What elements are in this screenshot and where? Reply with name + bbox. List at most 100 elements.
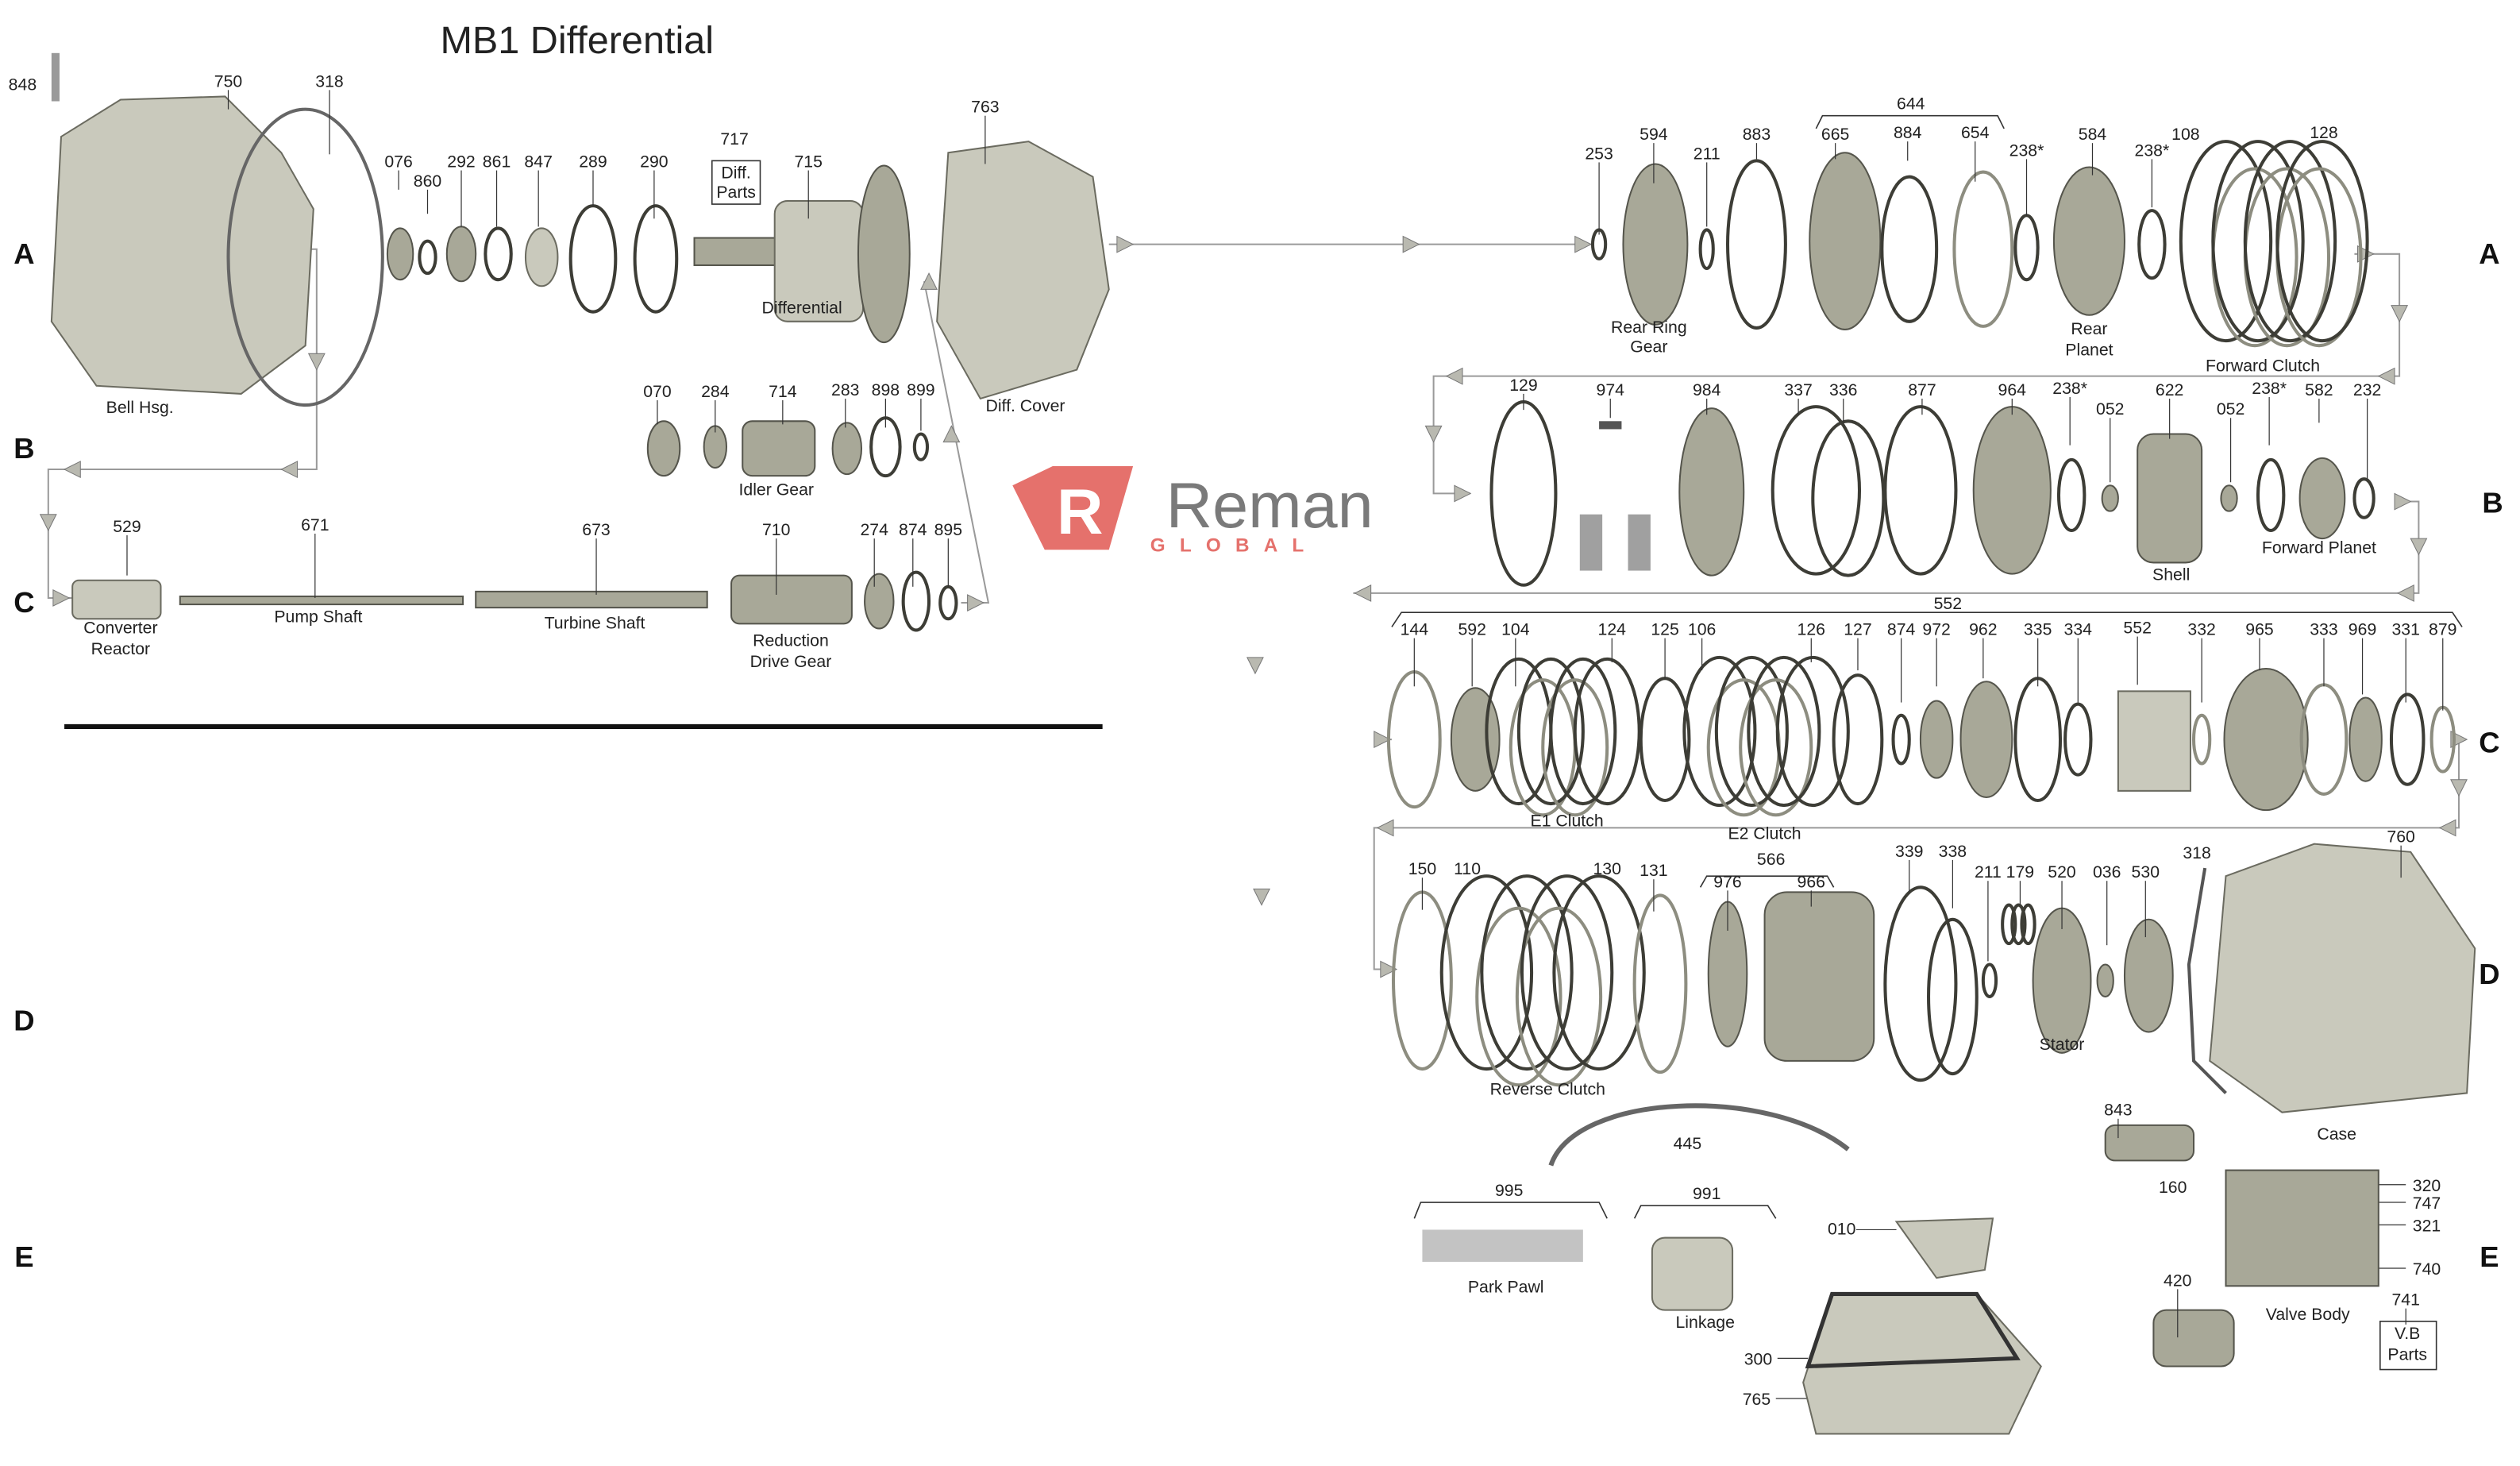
flow-arrow-icon [2438,819,2456,837]
logo-subtitle: GLOBAL [1150,534,1319,556]
callout-number: 654 [1961,123,1990,142]
ring-part [1927,917,1979,1076]
ring-part [2179,140,2273,343]
part-name-label: Drive Gear [750,652,832,671]
ring-part [2211,140,2305,343]
callout-number: 238* [2252,379,2287,398]
callout-number: 150 [1408,859,1436,878]
callout-number: 671 [301,515,329,534]
callout-number: 130 [1593,859,1620,878]
flow-arrow-icon [1454,484,1472,503]
ring-part [633,204,679,314]
ring-part [912,432,930,461]
ring-part [1520,874,1614,1071]
callout-number: 622 [2156,380,2183,399]
callout-number: 747 [2413,1194,2441,1213]
sensor-160-part [2104,1124,2195,1162]
row-labels-right: A B C D E [2479,237,2503,1273]
flow-arrow-icon [39,514,57,532]
callout-number: 336 [1829,380,1857,399]
ring-part [1714,655,1789,808]
callout-number: 232 [2353,380,2381,399]
callout-number: 765 [1743,1390,1771,1409]
callout-number: 127 [1844,620,1871,639]
ring-part [1552,874,1646,1071]
callout-number: 238* [2135,141,2170,160]
park-pawl-part [1422,1229,1583,1262]
flow-arrow-icon [1354,584,1372,602]
vb-parts-box [2379,1321,2437,1371]
ring-part [1959,681,2013,798]
callout-number: 290 [640,152,668,172]
ring-part [1678,407,1745,577]
ring-part [2137,209,2167,280]
part-name-label: Converter [83,619,157,638]
callout-number: 144 [1401,620,1429,639]
callout-number: 238* [2052,379,2087,398]
ring-part [2352,477,2376,519]
part-name-label: Shell [2152,565,2190,584]
flow-arrow-icon [2450,779,2468,797]
callout-number: 883 [1743,125,1771,144]
reman-global-logo: R Reman GLOBAL [1012,465,1374,556]
flow-arrows [39,235,2468,978]
flow-arrow-icon [2377,367,2395,385]
callout-number: 594 [1640,125,1668,144]
callout-number: 965 [2245,620,2273,639]
ring-part [1541,678,1609,817]
callout-number: 592 [1458,620,1485,639]
callout-number: 125 [1651,620,1678,639]
converter-reactor-part [71,579,162,620]
reduction-drive-gear-part [730,574,853,625]
callout-number: 331 [2391,620,2419,639]
callout-number: 284 [701,382,730,401]
ring-part [2101,484,2119,512]
ring-part [646,420,681,477]
large-components [50,52,2476,1435]
callout-number: 665 [1821,125,1849,144]
ring-part [2001,903,2017,946]
callout-number: 976 [1713,872,1741,891]
flow-arrow-icon [307,353,326,371]
part-name-label: Planet [2065,340,2113,359]
ring-part [2010,903,2027,946]
gasket-318-case-part [2187,867,2227,1094]
logo-mark-letter: R [1057,476,1103,548]
callout-number: 644 [1897,95,1925,114]
ring-part [2298,457,2346,540]
group-brackets [711,114,2463,1399]
flow-arrow-icon [967,594,984,611]
pump-shaft-part [179,595,464,606]
part-name-label: Diff. Cover [985,396,1065,415]
shell-part [2137,433,2203,564]
row-labels-left: A B C D E [13,237,34,1273]
hub-552-part [2117,690,2191,792]
callout-number: 898 [872,380,900,399]
flow-arrow-icon [1376,819,1394,837]
ring-part [418,239,437,276]
ring-parts [386,140,2456,1087]
callout-number: 334 [2064,620,2093,639]
filter-010-part [1894,1217,1994,1279]
flow-arrow-icon [2396,584,2414,602]
callout-number: 211 [1975,862,2002,882]
callout-number: 070 [643,382,671,401]
ring-part [1883,885,1958,1082]
part-name-label: Parts [716,183,756,202]
row-label-d: D [13,1004,34,1036]
bell-housing-part [50,95,314,395]
ring-part [2389,692,2426,786]
ring-part [938,584,958,621]
callout-number: 673 [582,520,610,539]
callout-number: 874 [1887,620,1916,639]
callout-number: 283 [831,380,859,399]
ring-part [1919,700,1954,779]
callout-number: 253 [1585,144,1613,163]
callout-number: 318 [315,71,343,91]
ring-part [445,226,477,283]
callout-number: 131 [1640,861,1667,880]
ring-part [2220,484,2238,512]
ring-part [386,227,414,281]
row-label-a-right: A [2479,237,2499,270]
